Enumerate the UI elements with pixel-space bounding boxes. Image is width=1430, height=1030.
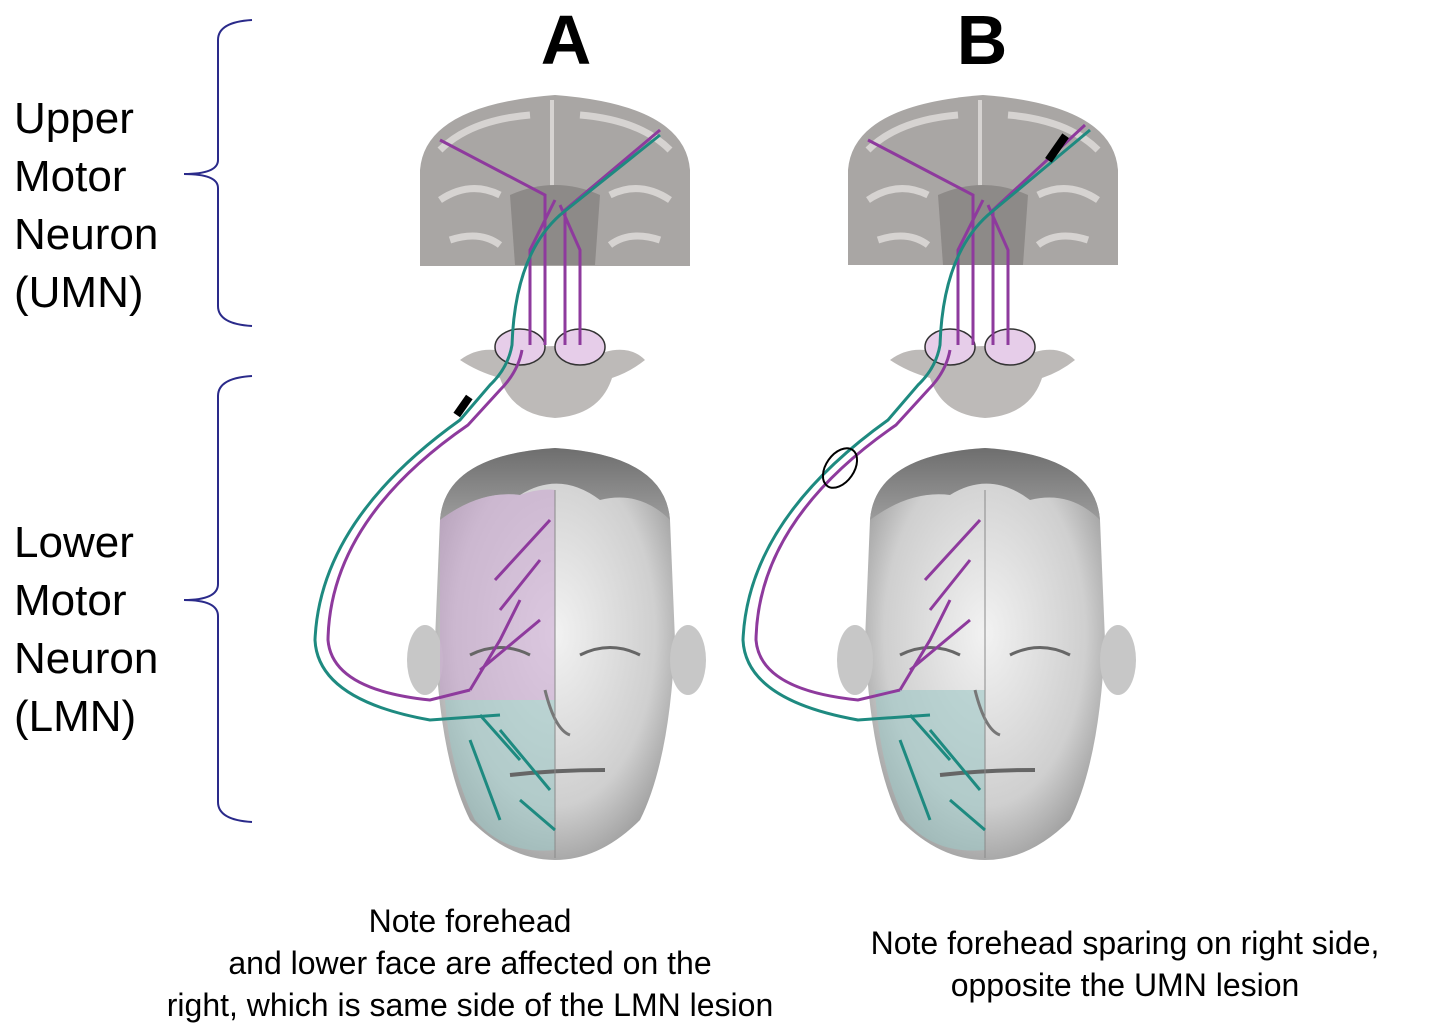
panel-a-head	[407, 448, 706, 860]
panel-a-lmn-lesion	[453, 395, 472, 418]
caption-panel-b: Note forehead sparing on right side, opp…	[820, 922, 1430, 1006]
caption-panel-a: Note forehead and lower face are affecte…	[100, 900, 840, 1026]
panel-a-brain	[420, 95, 690, 266]
panel-b-head	[837, 448, 1136, 860]
umn-bracket	[184, 20, 252, 326]
panel-a-illustration	[315, 95, 706, 860]
panel-b-illustration	[743, 95, 1136, 860]
panel-b-brain	[848, 95, 1118, 265]
lmn-bracket	[184, 376, 252, 822]
panel-b-brainstem	[890, 329, 1075, 418]
